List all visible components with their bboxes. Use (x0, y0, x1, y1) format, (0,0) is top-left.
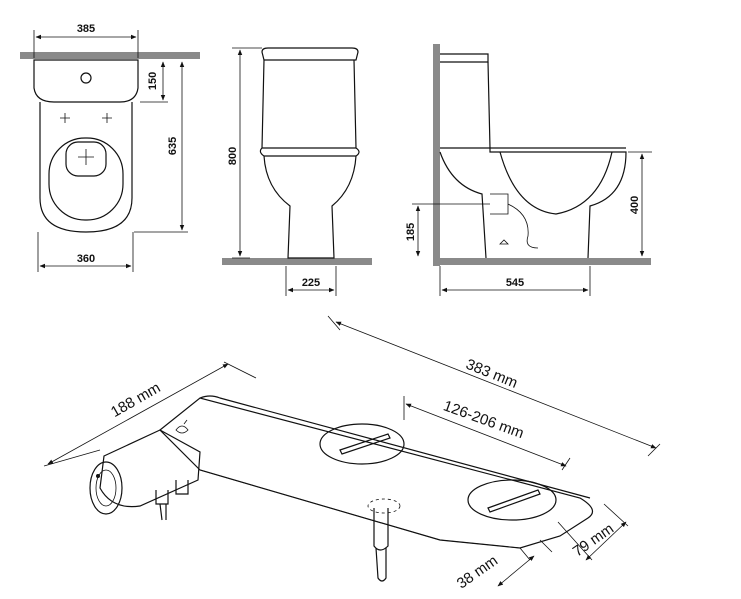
seat-edge (259, 147, 360, 157)
plate-top-edge (199, 395, 591, 499)
inlet-fitting-left (155, 490, 169, 505)
dim-800: 800 (227, 147, 239, 165)
right-slot-plate (467, 479, 557, 521)
dim-385: 385 (77, 23, 95, 35)
bowl-profile (440, 147, 627, 259)
dim-383mm: 383 mm (463, 356, 520, 392)
dim-185: 185 (405, 223, 417, 241)
outlet-marker (499, 239, 509, 245)
dim-188mm: 188 mm (108, 379, 163, 421)
side-profile: 185 400 545 (405, 44, 652, 296)
knob-dial (95, 469, 117, 507)
tank-back (487, 61, 626, 149)
bidet-plate (159, 397, 594, 549)
tank-outline (33, 59, 139, 103)
bidet-isometric: 188 mm 383 mm 126-206 mm 79 mm 38 mm (43, 315, 661, 592)
hinge-marks (60, 113, 112, 123)
floor-strip (222, 258, 372, 265)
tank-lid (261, 47, 359, 61)
dim-360: 360 (77, 253, 95, 265)
nozzle-hole (367, 498, 401, 514)
dim-635: 635 (167, 137, 179, 155)
top-view: 385 360 150 635 (20, 23, 200, 272)
control-housing (99, 429, 201, 508)
inlet-fitting-right (175, 480, 189, 495)
pedestal (263, 155, 357, 259)
bowl-outline (39, 102, 133, 233)
knob-dot (96, 474, 100, 478)
nozzle-tip (375, 547, 387, 582)
bowl-inner (499, 151, 613, 215)
seat-opening (65, 141, 107, 177)
dim-79mm: 79 mm (570, 520, 617, 560)
tank-body (261, 59, 357, 149)
seat-outline (48, 137, 124, 221)
dim-545: 545 (506, 277, 524, 289)
dim-225: 225 (302, 277, 320, 289)
inlet-stem (159, 503, 167, 521)
dim-400: 400 (629, 196, 641, 214)
dim-150: 150 (147, 72, 159, 90)
front-curve (439, 151, 487, 259)
floor-horizontal (433, 258, 651, 265)
center-cross (78, 149, 94, 165)
front-elevation: 800 225 (222, 47, 372, 296)
trap-channel (490, 193, 539, 249)
plate-bottom-edge (199, 469, 521, 549)
nozzle-pipe (373, 508, 389, 551)
wall-strip-top (20, 52, 200, 59)
tank-lid-side (440, 53, 489, 63)
dim-38mm: 38 mm (454, 552, 501, 592)
logo-drop-icon (175, 419, 189, 434)
wall-vertical (433, 44, 440, 266)
dim-126-206mm: 126-206 mm (441, 397, 526, 442)
flush-button (80, 72, 92, 84)
right-slot (487, 489, 541, 513)
